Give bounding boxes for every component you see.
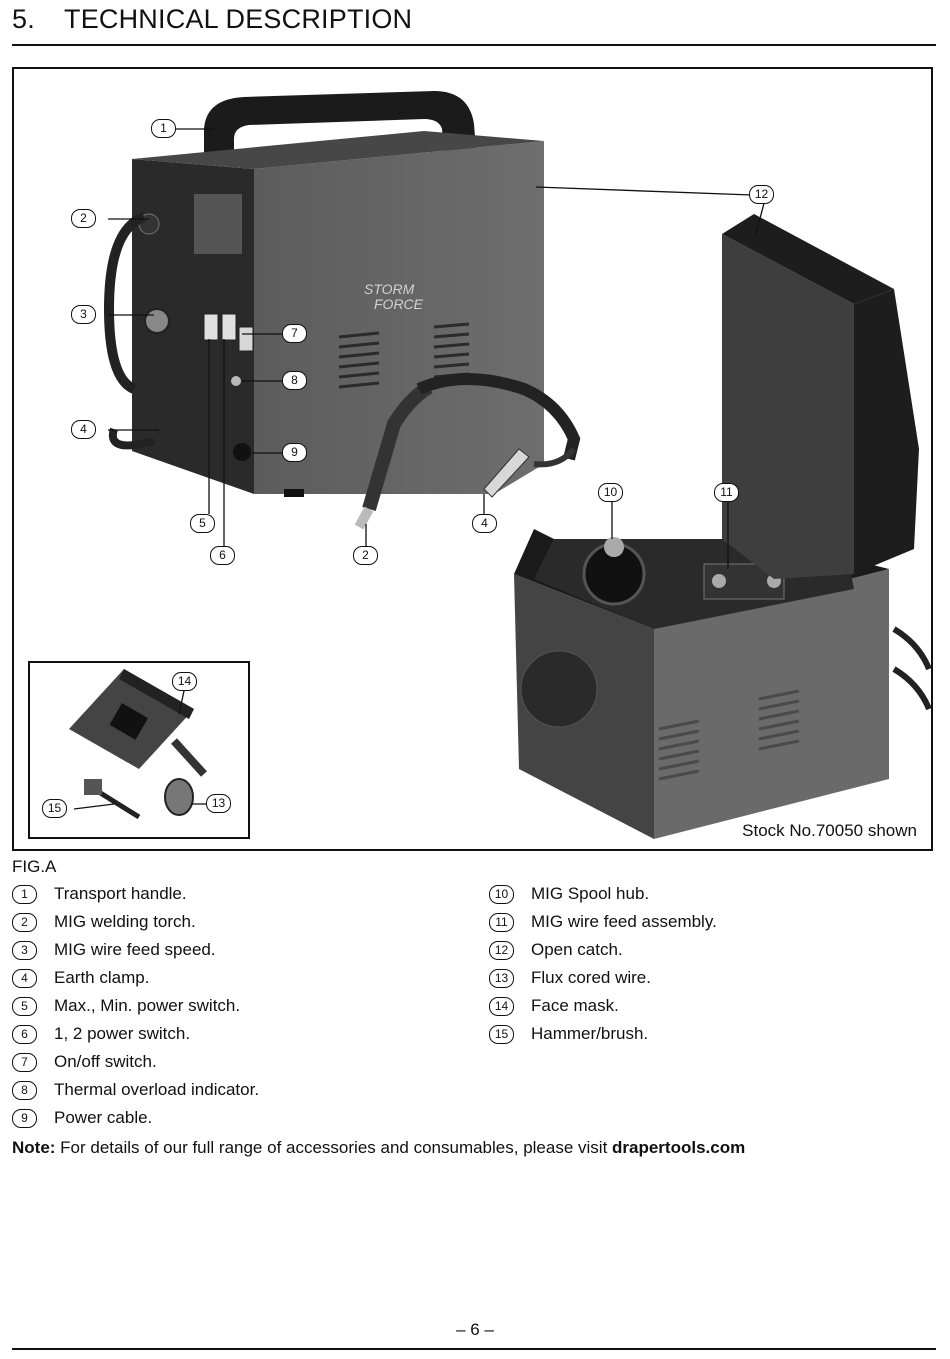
legend-number: 3 — [12, 940, 37, 960]
legend-item: 7 On/off switch. — [12, 1048, 259, 1076]
legend-text: MIG Spool hub. — [531, 884, 650, 903]
callout-13: 13 — [206, 794, 231, 813]
transport-handle-shape — [204, 91, 476, 161]
svg-text:FORCE: FORCE — [374, 296, 424, 312]
welder-illustration: STORM FORCE — [28, 91, 931, 839]
legend-text: Power cable. — [54, 1108, 153, 1127]
section-number: 5. — [12, 4, 35, 34]
callout-1: 1 — [151, 119, 176, 138]
note: Note: For details of our full range of a… — [12, 1138, 745, 1158]
legend-text: Face mask. — [531, 996, 619, 1015]
legend-number: 6 — [12, 1024, 37, 1044]
bottom-rule — [12, 1348, 936, 1350]
legend-number: 7 — [12, 1052, 37, 1072]
welder-open-lid — [722, 234, 854, 579]
legend-number: 9 — [12, 1108, 37, 1128]
callout-9: 9 — [282, 443, 307, 462]
legend-item: 13 Flux cored wire. — [489, 964, 717, 992]
callout-5: 5 — [190, 514, 215, 533]
legend-text: Hammer/brush. — [531, 1024, 649, 1043]
legend-text: Max., Min. power switch. — [54, 996, 241, 1015]
welder-side-panel — [254, 141, 544, 494]
legend-item: 4 Earth clamp. — [12, 964, 259, 992]
callout-4-clamp: 4 — [472, 514, 497, 533]
legend-text: MIG wire feed speed. — [54, 940, 216, 959]
legend-number: 14 — [489, 996, 514, 1016]
legend-right: 10 MIG Spool hub. 11 MIG wire feed assembl… — [489, 880, 717, 1048]
flux-wire-spool-shape — [164, 778, 194, 816]
legend-text: On/off switch. — [54, 1052, 157, 1071]
legend-item: 2 MIG welding torch. — [12, 908, 259, 936]
callout-6: 6 — [210, 546, 235, 565]
legend-number: 11 — [489, 912, 514, 932]
callout-8: 8 — [282, 371, 307, 390]
legend-number: 2 — [12, 912, 37, 932]
legend-item: 6 1, 2 power switch. — [12, 1020, 259, 1048]
note-text: For details of our full range of accesso… — [55, 1138, 613, 1157]
callout-14: 14 — [172, 672, 197, 691]
legend-text: 1, 2 power switch. — [54, 1024, 191, 1043]
callout-7: 7 — [282, 324, 307, 343]
legend-number: 1 — [12, 884, 37, 904]
legend-item: 1 Transport handle. — [12, 880, 259, 908]
note-label: Note: — [12, 1138, 56, 1157]
figure-label: FIG.A — [12, 857, 57, 876]
legend-item: 10 MIG Spool hub. — [489, 880, 717, 908]
legend-item: 5 Max., Min. power switch. — [12, 992, 259, 1020]
legend-number: 12 — [489, 940, 514, 960]
callout-3: 3 — [71, 305, 96, 324]
stock-caption: Stock No.70050 shown — [742, 821, 917, 840]
legend-item: 9 Power cable. — [12, 1104, 259, 1132]
legend-text: Earth clamp. — [54, 968, 150, 987]
callout-15: 15 — [42, 799, 67, 818]
section-heading: 5. TECHNICAL DESCRIPTION — [12, 4, 412, 35]
legend-text: Thermal overload indicator. — [54, 1080, 260, 1099]
legend-left: 1 Transport handle. 2 MIG welding torch. 3… — [12, 880, 259, 1132]
callout-10: 10 — [598, 483, 623, 502]
legend-item: 3 MIG wire feed speed. — [12, 936, 259, 964]
welder-open-side — [654, 569, 889, 839]
callout-2-torch: 2 — [353, 546, 378, 565]
callout-4: 4 — [71, 420, 96, 439]
callout-12: 12 — [749, 185, 774, 204]
brand-logo: STORM — [364, 281, 415, 297]
legend-number: 4 — [12, 968, 37, 988]
legend-text: MIG wire feed assembly. — [531, 912, 717, 931]
callout-2: 2 — [71, 209, 96, 228]
top-rule — [12, 44, 936, 46]
legend-number: 13 — [489, 968, 514, 988]
legend-number: 10 — [489, 884, 514, 904]
legend-text: Open catch. — [531, 940, 623, 959]
note-link[interactable]: drapertools.com — [612, 1138, 746, 1157]
figure-a: STORM FORCE — [12, 67, 933, 851]
legend-text: Flux cored wire. — [531, 968, 651, 987]
legend-item: 15 Hammer/brush. — [489, 1020, 717, 1048]
legend-number: 15 — [489, 1024, 514, 1044]
legend-item: 12 Open catch. — [489, 936, 717, 964]
section-title: TECHNICAL DESCRIPTION — [64, 4, 413, 34]
page-number: – 6 – — [456, 1320, 494, 1339]
callout-11: 11 — [714, 483, 739, 502]
legend-item: 8 Thermal overload indicator. — [12, 1076, 259, 1104]
legend-number: 8 — [12, 1080, 37, 1100]
legend-number: 5 — [12, 996, 37, 1016]
legend-text: MIG welding torch. — [54, 912, 196, 931]
legend-item: 14 Face mask. — [489, 992, 717, 1020]
legend-item: 11 MIG wire feed assembly. — [489, 908, 717, 936]
legend-text: Transport handle. — [54, 884, 187, 903]
